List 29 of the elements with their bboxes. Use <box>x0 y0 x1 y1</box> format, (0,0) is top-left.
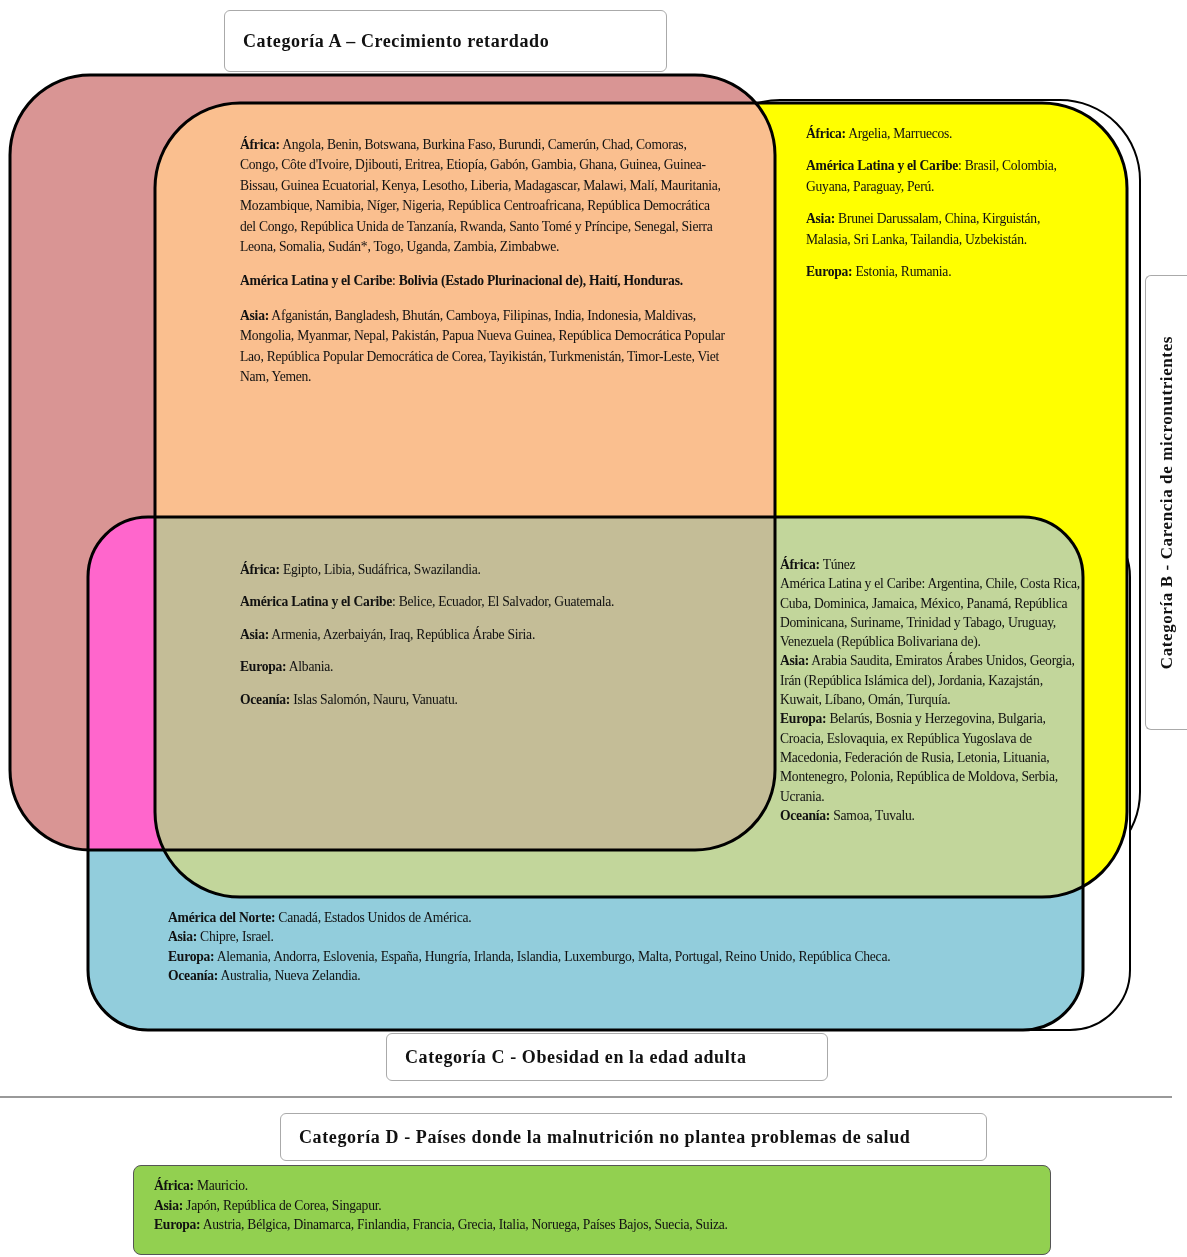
country-list-text: Oceanía: Islas Salomón, Nauru, Vanuatu. <box>240 690 459 709</box>
country-list-text: Asia: Afganistán, Bangladesh, Bhután, Camboya, Filipinas, India, Indonesia, Maldivas, Mongolia, Myanmar, Nepal, Pakistán, Papua Nueva Guinea, República Democrática Popular Lao, República Popular Democrática de Corea, Tayikistán, Turkmenistán, Timor-Leste, Viet Nam, Yemen. <box>240 306 725 386</box>
country-list-text: América Latina y el Caribe: Argentina, Chile, Costa Rica, Cuba, Dominica, Jamaica, México, Panamá, República Dominicana, Suriname, Trinidad y Tabago, Uruguay, Venezuela (República Bolivariana de). <box>780 575 1081 652</box>
country-list-text: Oceanía: Samoa, Tuvalu. <box>780 806 916 825</box>
category-title-box: Categoría A – Crecimiento retardado <box>224 10 667 72</box>
country-list-text: Europa: Alemania, Andorra, Eslovenia, España, Hungría, Irlanda, Islandia, Luxemburgo, Malta, Portugal, Reino Unido, República Checa. <box>168 947 892 966</box>
country-list-panel <box>133 1165 1051 1255</box>
country-list-text: América del Norte: Canadá, Estados Unidos de América. <box>168 909 473 927</box>
country-list-text: Europa: Austria, Bélgica, Dinamarca, Finlandia, Francia, Grecia, Italia, Noruega, Países Bajos, Suecia, Suiza. <box>154 1216 729 1235</box>
category-title-box: Categoría B - Carencia de micronutrientes <box>1145 275 1187 730</box>
country-list-text: Oceanía: Australia, Nueva Zelandia. <box>168 966 362 985</box>
country-list-text: Asia: Chipre, Israel. <box>168 928 275 947</box>
country-list-text: África: Argelia, Marruecos. <box>806 124 954 143</box>
country-list-text: África: Túnez <box>780 555 857 574</box>
country-list-text: África: Egipto, Libia, Sudáfrica, Swazilandia. <box>240 560 482 579</box>
country-list-text: Europa: Estonia, Rumania. <box>806 262 953 281</box>
country-list-text: Europa: Albania. <box>240 658 335 677</box>
country-list-text: África: Mauricio. <box>154 1176 249 1195</box>
country-list-text: Europa: Belarús, Bosnia y Herzegovina, Bulgaria, Croacia, Eslovaquia, ex República Yugoslava de Macedonia, Federación de Rusia, Letonia, Lituania, Montenegro, Polonia, República de Moldova, Serbia, Ucrania. <box>780 710 1059 806</box>
country-list-text: América Latina y el Caribe: Belice, Ecuador, El Salvador, Guatemala. <box>240 593 616 612</box>
country-list-text: Asia: Brunei Darussalam, China, Kirguistán, Malasia, Sri Lanka, Tailandia, Uzbekistán. <box>806 210 1042 249</box>
country-list-text: Asia: Arabia Saudita, Emiratos Árabes Unidos, Georgia, Irán (República Islámica del), Jordania, Kazajstán, Kuwait, Líbano, Omán, Turquía. <box>780 651 1076 710</box>
country-list-text: Asia: Armenia, Azerbaiyán, Iraq, República Árabe Siria. <box>240 625 537 644</box>
country-list-text: América Latina y el Caribe: Brasil, Colombia, Guyana, Paraguay, Perú. <box>806 157 1058 196</box>
category-title-box: Categoría C - Obesidad en la edad adulta <box>386 1033 828 1081</box>
category-title-box: Categoría D - Países donde la malnutrición no plantea problemas de salud <box>280 1113 987 1161</box>
country-list-text: África: Angola, Benin, Botswana, Burkina Faso, Burundi, Camerún, Chad, Comoras, Congo, Côte d'Ivoire, Djibouti, Eritrea, Etiopía, Gabón, Gambia, Ghana, Guinea, Guinea-Bissau, Guinea Ecuatorial, Kenya, Lesotho, Liberia, Madagascar, Malawi, Malí, Mauritania, Mozambique, Namibia, Níger, Nigeria, República Centroafricana, República Democrática del Congo, República Unida de Tanzanía, Rwanda, Santo Tomé y Príncipe, Senegal, Sierra Leona, Somalia, Sudán*, Togo, Uganda, Zambia, Zimbabwe. <box>240 135 722 256</box>
country-list-text: Asia: Japón, República de Corea, Singapur. <box>154 1196 383 1215</box>
country-list-text: América Latina y el Caribe: Bolivia (Estado Plurinacional de), Haití, Honduras. <box>240 272 684 291</box>
